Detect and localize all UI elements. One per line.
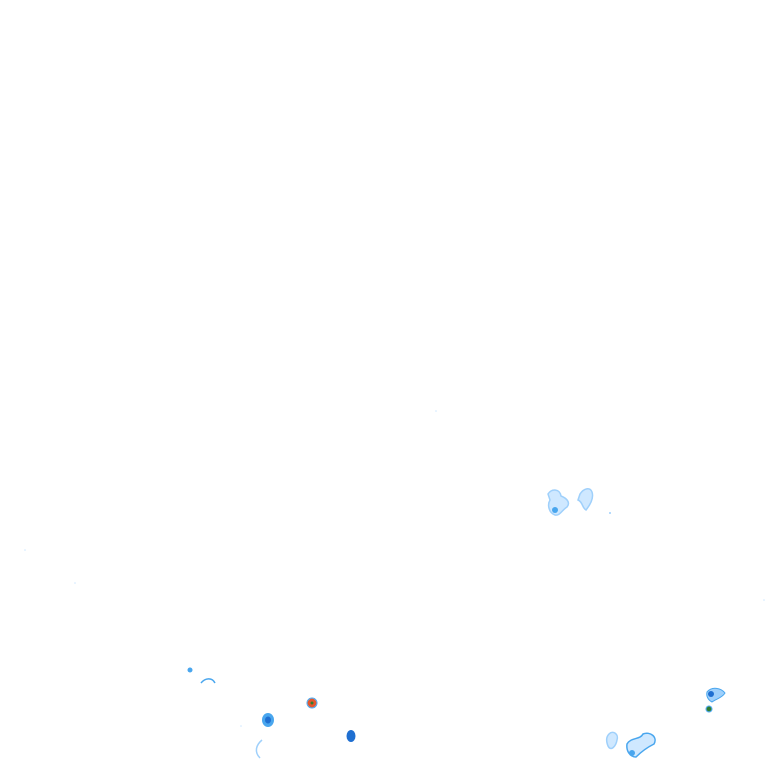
echo-cell-f (346, 730, 356, 742)
echo-cell-e-ring (306, 697, 318, 709)
echo-cell-d-core (265, 716, 271, 724)
echo-specks (24, 410, 765, 727)
echo-cell-h (605, 731, 619, 750)
echo-cell-i-core (629, 750, 635, 756)
echo-speck-3 (74, 582, 76, 584)
echo-cell-a (547, 489, 570, 516)
echo-cell-k (706, 706, 712, 712)
echo-cell-e-core (310, 701, 314, 705)
echo-cell-g (255, 739, 263, 759)
echo-cell-j-core (708, 691, 714, 697)
echo-cell-c2 (200, 678, 216, 684)
echo-speck-1 (609, 512, 611, 514)
echo-cell-k-ring (705, 705, 713, 713)
echo-cell-c (187, 667, 193, 673)
echo-cluster-upper-right (547, 488, 611, 516)
echo-cell-b (577, 488, 594, 511)
echo-speck-5 (763, 599, 765, 601)
echo-speck-4 (435, 410, 437, 412)
echo-speck-2 (24, 549, 26, 551)
echo-cluster-lower-right (605, 687, 726, 758)
echo-speck-6 (240, 725, 242, 727)
echo-cluster-lower-left (187, 667, 356, 759)
echo-cell-a-core (552, 507, 558, 513)
